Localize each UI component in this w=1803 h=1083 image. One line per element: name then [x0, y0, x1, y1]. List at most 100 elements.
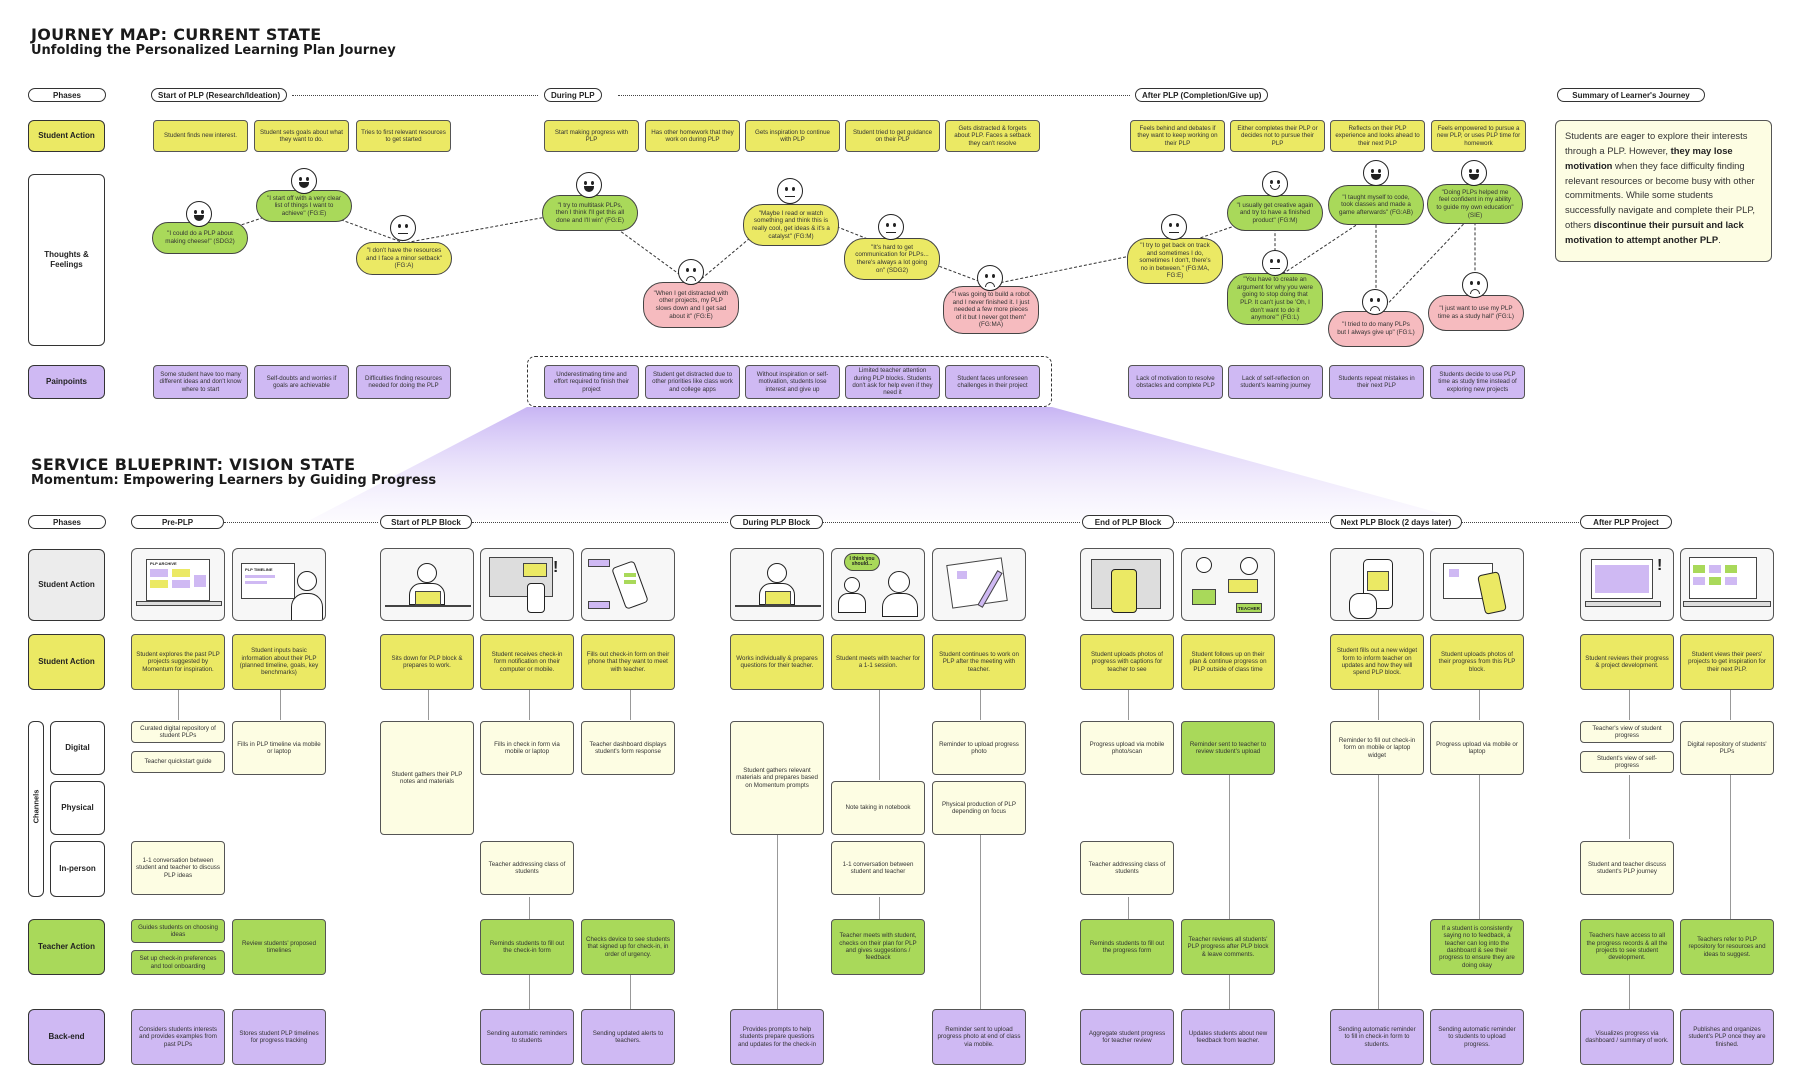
- flow-line: [1479, 690, 1480, 720]
- bp-digital: Progress upload via mobile photo/scan: [1080, 721, 1174, 775]
- bp-teacher-action: Teacher meets with student, checks on th…: [831, 919, 925, 975]
- quote-bubble: "Doing PLPs helped me feel confident in …: [1427, 184, 1523, 224]
- quote-bubble: "I just want to use my PLP time as a stu…: [1428, 295, 1524, 331]
- flow-line: [529, 690, 530, 720]
- journey-row-painpoints: Painpoints: [28, 365, 105, 399]
- bp-student-action: Works individually & prepares questions …: [730, 634, 824, 690]
- bp-teacher-action: If a student is consistently saying no t…: [1430, 919, 1524, 975]
- flow-line: [1229, 775, 1230, 919]
- illustration-label: TEACHER: [1236, 603, 1262, 613]
- illustration-laptop-archive: PLP ARCHIVE: [131, 548, 225, 621]
- bp-student-action: Student views their peers' projects to g…: [1680, 634, 1774, 690]
- journey-action: Student tried to get guidance on their P…: [845, 120, 940, 152]
- bp-backend: Stores student PLP timelines for progres…: [232, 1009, 326, 1065]
- flow-line: [1128, 690, 1129, 720]
- illustration-widget-form: [1330, 548, 1424, 621]
- bp-inperson: 1-1 conversation between student and tea…: [131, 841, 225, 895]
- phase-arrow: [823, 522, 1080, 523]
- phase-arrow: [1462, 522, 1579, 523]
- sad-face-icon: [977, 265, 1003, 291]
- bp-student-action: Student fills out a new widget form to i…: [1330, 634, 1424, 690]
- flow-line: [1229, 975, 1230, 1009]
- bp-student-action: Student follows up on their plan & conti…: [1181, 634, 1275, 690]
- bp-digital-tall: Student gathers their PLP notes and mate…: [380, 721, 474, 835]
- flow-line: [1629, 775, 1630, 839]
- illustration-phone-form: [581, 548, 675, 621]
- bp-backend: Aggregate student progress for teacher r…: [1080, 1009, 1174, 1065]
- bp-inperson: Student and teacher discuss student's PL…: [1580, 841, 1674, 895]
- happy-face-icon: [186, 201, 212, 227]
- journey-row-student-action: Student Action: [28, 120, 105, 152]
- bp-student-action: Student inputs basic information about t…: [232, 634, 326, 690]
- journey-subtitle: Unfolding the Personalized Learning Plan…: [31, 43, 396, 58]
- bp-digital: Reminder to upload progress photo: [932, 721, 1026, 775]
- painpoint: Self-doubts and worries if goals are ach…: [254, 365, 349, 399]
- journey-action: Feels empowered to pursue a new PLP, or …: [1431, 120, 1526, 152]
- bp-teacher-action: Teachers have access to all the progress…: [1580, 919, 1674, 975]
- blueprint-phase: Start of PLP Block: [380, 515, 472, 529]
- bp-digital: Fills in PLP timeline via mobile or lapt…: [232, 721, 326, 775]
- journey-phases-label: Phases: [28, 88, 106, 102]
- flow-line: [777, 835, 778, 1009]
- flow-line: [1128, 897, 1129, 919]
- flow-line: [1378, 775, 1379, 1009]
- bp-physical: Physical production of PLP depending on …: [932, 781, 1026, 835]
- bp-student-action: Sits down for PLP block & prepares to wo…: [380, 634, 474, 690]
- highlighted-painpoints-frame: [527, 356, 1052, 407]
- bp-digital: Teacher quickstart guide: [131, 751, 225, 773]
- bp-physical: Note taking in notebook: [831, 781, 925, 835]
- bp-backend: Provides prompts to help students prepar…: [730, 1009, 824, 1065]
- quote-bubble: "You have to create an argument for why …: [1227, 273, 1323, 325]
- bp-digital: Progress upload via mobile or laptop: [1430, 721, 1524, 775]
- illustration-student-timeline: PLP TIMELINE: [232, 548, 326, 621]
- happy-face-icon: [1262, 171, 1288, 197]
- bp-teacher-action: Reminds students to fill out the progres…: [1080, 919, 1174, 975]
- journey-action: Either completes their PLP or decides no…: [1230, 120, 1325, 152]
- bp-student-action: Student uploads photos of their progress…: [1430, 634, 1524, 690]
- bp-backend: Visualizes progress via dashboard / summ…: [1580, 1009, 1674, 1065]
- illustration-drawing: [932, 548, 1026, 621]
- illustration-checkin-notification: !: [480, 548, 574, 621]
- bp-digital: Teacher's view of student progress: [1580, 721, 1674, 743]
- painpoint: Underestimating time and effort required…: [544, 365, 639, 399]
- uneasy-face-icon: [390, 215, 416, 241]
- flow-line: [1730, 775, 1731, 919]
- bp-inperson: 1-1 conversation between student and tea…: [831, 841, 925, 895]
- bp-digital: Reminder sent to teacher to review stude…: [1181, 721, 1275, 775]
- journey-phase-start: Start of PLP (Research/Ideation): [151, 88, 288, 102]
- bp-student-action: Student uploads photos of progress with …: [1080, 634, 1174, 690]
- bp-channels-bracket: [28, 721, 44, 897]
- bp-digital: Curated digital repository of student PL…: [131, 721, 225, 743]
- bp-digital: Digital repository of students' PLPs: [1680, 721, 1774, 775]
- journey-action: Gets distracted & forgets about PLP. Fac…: [945, 120, 1040, 152]
- blueprint-subtitle: Momentum: Empowering Learners by Guiding…: [31, 473, 437, 488]
- frustrated-face-icon: [678, 259, 704, 285]
- bp-teacher-action: Set up check-in preferences and tool onb…: [131, 950, 225, 975]
- painpoint: Difficulties finding resources needed fo…: [356, 365, 451, 399]
- bp-row-student-action-illustration: Student Action: [28, 549, 105, 621]
- journey-summary-label: Summary of Learner's Journey: [1557, 88, 1705, 102]
- frustrated-face-icon: [1262, 250, 1288, 276]
- bp-row-physical: Physical: [50, 781, 105, 835]
- illustration-peer-projects: [1680, 548, 1774, 621]
- flow-line: [879, 897, 880, 919]
- bp-inperson: Teacher addressing class of students: [480, 841, 574, 895]
- bp-digital: Teacher dashboard displays student's for…: [581, 721, 675, 775]
- bp-backend: Reminder sent to upload progress photo a…: [932, 1009, 1026, 1065]
- speech-bubble: I think you should...: [844, 553, 880, 571]
- quote-bubble: "I taught myself to code, took classes a…: [1328, 185, 1424, 225]
- flow-line: [1629, 975, 1630, 1009]
- journey-action: Student finds new interest.: [153, 120, 248, 152]
- bp-student-action: Student reviews their progress & project…: [1580, 634, 1674, 690]
- quote-bubble: "Maybe I read or watch something and thi…: [743, 204, 839, 246]
- quote-bubble: "I start off with a very clear list of t…: [256, 190, 352, 222]
- blueprint-phase: End of PLP Block: [1082, 515, 1174, 529]
- flow-line: [1479, 775, 1480, 919]
- bp-digital: Fills in check in form via mobile or lap…: [480, 721, 574, 775]
- quote-bubble: "I tried to do many PLPs but I always gi…: [1328, 311, 1424, 347]
- quote-bubble: "I don't have the resources and I face a…: [356, 242, 452, 275]
- illustration-progress-upload: [1430, 548, 1524, 621]
- flow-line: [428, 690, 429, 720]
- illustration-student-desk: [380, 548, 474, 621]
- flow-line: [529, 897, 530, 919]
